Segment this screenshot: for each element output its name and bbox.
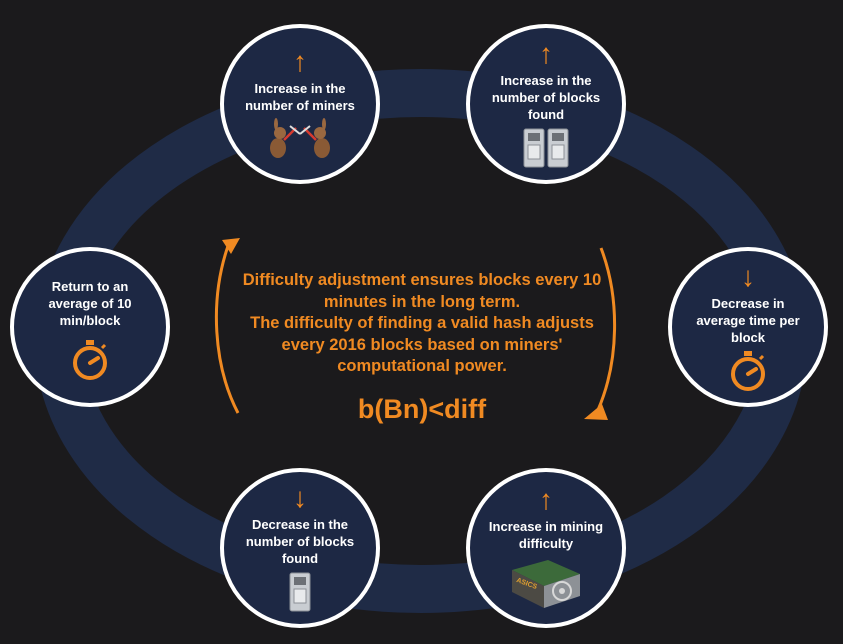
up-arrow-icon: ↑ (293, 46, 307, 77)
arrowhead-left (222, 238, 240, 254)
curved-arrow-left (214, 245, 240, 414)
node-label: Increase in mining difficulty (488, 519, 604, 551)
node-label: Increase in the number of miners (245, 81, 355, 113)
server-unit-right (547, 128, 569, 167)
description-line: every 2016 blocks based on miners' (281, 335, 563, 354)
stopwatch-icon (726, 350, 770, 392)
up-arrow-icon: ↑ (539, 37, 553, 69)
asic-icon: ASICS (508, 556, 584, 610)
node-label: Decrease in average time per block (696, 295, 800, 345)
server-unit-left (523, 128, 545, 167)
description-line: computational power. (337, 357, 507, 375)
miner-figure-right (299, 118, 330, 158)
difficulty-description: Difficulty adjustment ensures blocks eve… (200, 270, 644, 378)
miners-icon (260, 118, 340, 160)
node-label: Return to an average of 10 min/block (48, 278, 132, 328)
miner-figure-left (270, 118, 301, 158)
server-icon (516, 127, 576, 169)
arrowhead-right (584, 404, 608, 420)
node-decrease-time-per-block: ↓ Decrease in average time per block (668, 247, 828, 407)
difficulty-formula: b(Bn)<diff (357, 394, 487, 424)
node-increase-blocks-found: ↑ Increase in the number of blocks found (466, 24, 626, 184)
description-line: minutes in the long term. (323, 292, 521, 311)
curved-arrow-right (596, 247, 617, 411)
description-line: Difficulty adjustment ensures blocks eve… (242, 271, 602, 289)
node-return-to-average: Return to an average of 10 min/block (10, 247, 170, 407)
server-icon (285, 571, 315, 613)
node-label: Increase in the number of blocks found (491, 72, 601, 122)
node-decrease-blocks-found: ↓ Decrease in the number of blocks found (220, 468, 380, 628)
down-arrow-icon: ↓ (741, 260, 755, 292)
description-line: The difficulty of finding a valid hash a… (250, 314, 594, 332)
stopwatch-icon (68, 339, 112, 381)
node-label: Decrease in the number of blocks found (245, 516, 355, 566)
node-increase-miners: ↑ Increase in the number of miners (220, 24, 380, 184)
down-arrow-icon: ↓ (293, 481, 307, 513)
node-increase-mining-difficulty: ↑ Increase in mining difficulty ASICS (466, 468, 626, 628)
up-arrow-icon: ↑ (539, 484, 553, 515)
